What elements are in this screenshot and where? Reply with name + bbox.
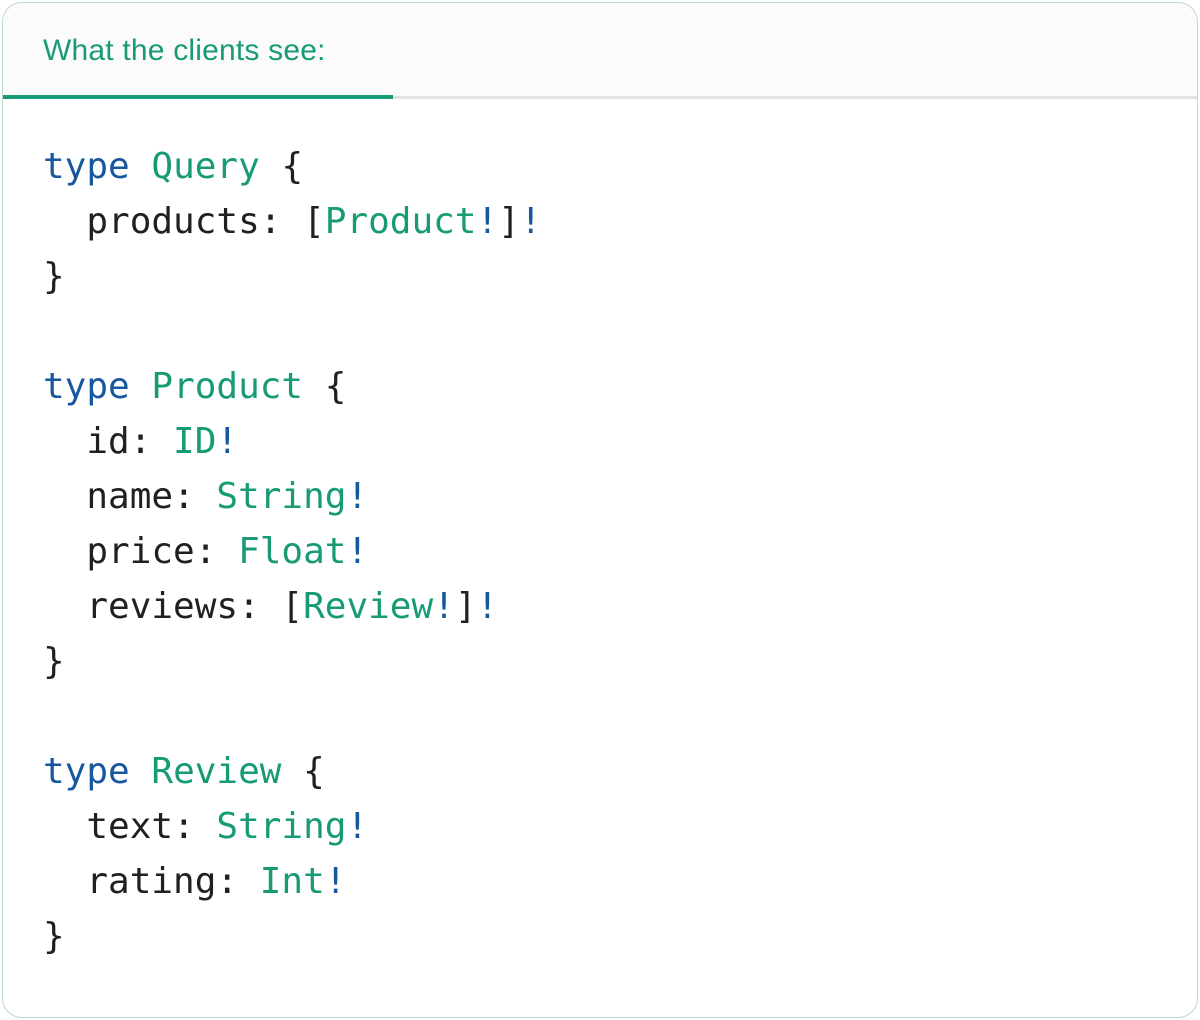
code-line: text: String! [43,799,1157,854]
code-token-plain: { [259,146,304,187]
code-token-typename: Query [151,146,260,187]
code-token-bang: ! [519,201,542,242]
code-token-typename: String [216,476,347,517]
code-token-plain: { [303,366,347,407]
code-token-plain: ] [454,586,477,627]
tab-label: What the clients see: [43,34,326,67]
code-token-bang: ! [346,806,369,847]
code-token-typename: Int [259,861,325,902]
code-token-plain [130,751,152,792]
code-line: type Review { [43,744,1157,799]
code-token-bang: ! [476,586,499,627]
code-token-bang: ! [476,201,499,242]
code-token-keyword: type [43,366,130,407]
code-token-typename: Review [151,751,282,792]
code-token-typename: Review [303,586,434,627]
active-tab-underline [3,95,393,99]
code-line: id: ID! [43,414,1157,469]
graphql-schema-code: type Query { products: [Product!]!} type… [3,99,1197,1017]
code-token-keyword: type [43,751,130,792]
tab-bar-divider [3,96,1197,99]
code-token-plain: text: [43,806,217,847]
code-token-plain [130,146,152,187]
code-line: products: [Product!]! [43,194,1157,249]
tab-bar: What the clients see: [3,3,1197,99]
code-line: rating: Int! [43,854,1157,909]
code-token-typename: ID [173,421,217,462]
code-token-bang: ! [346,476,369,517]
code-line: name: String! [43,469,1157,524]
code-token-plain: { [281,751,325,792]
code-token-plain: products: [ [43,201,325,242]
code-token-plain: rating: [43,861,260,902]
code-token-typename: Product [324,201,477,242]
code-line [43,689,1157,744]
code-token-bang: ! [324,861,347,902]
code-token-plain: } [43,916,65,957]
code-line [43,304,1157,359]
code-token-plain: price: [43,531,239,572]
code-line: type Query { [43,139,1157,194]
code-token-typename: Product [151,366,304,407]
tab-what-the-clients-see[interactable]: What the clients see: [3,3,393,99]
code-token-plain: } [43,256,65,297]
code-line: } [43,249,1157,304]
code-token-bang: ! [216,421,239,462]
code-line: } [43,634,1157,689]
code-token-keyword: type [43,146,130,187]
code-token-plain: id: [43,421,174,462]
code-token-bang: ! [346,531,369,572]
code-token-bang: ! [433,586,455,627]
code-line: } [43,909,1157,964]
code-line: type Product { [43,359,1157,414]
code-token-typename: String [216,806,347,847]
code-token-plain: name: [43,476,217,517]
code-token-plain: } [43,641,65,682]
code-token-plain: ] [498,201,520,242]
code-token-typename: Float [238,531,347,572]
code-token-plain: reviews: [ [43,586,304,627]
code-token-plain [130,366,152,407]
code-line: price: Float! [43,524,1157,579]
code-line: reviews: [Review!]! [43,579,1157,634]
